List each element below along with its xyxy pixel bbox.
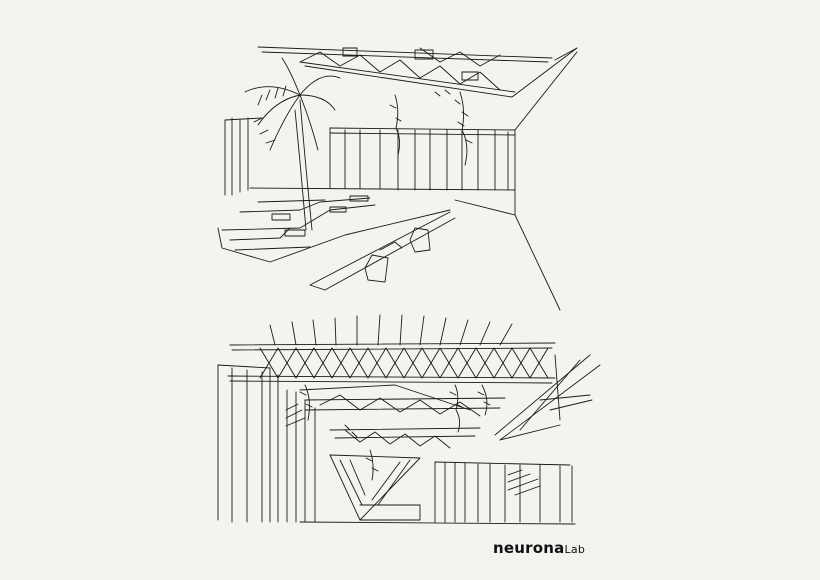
sketch-lower: [217, 314, 601, 525]
brand-name-light: Lab: [564, 543, 586, 556]
sketch-upper: [217, 46, 578, 311]
brand-logo: neuronaLab: [493, 540, 585, 556]
brand-name-bold: neurona: [493, 539, 565, 557]
